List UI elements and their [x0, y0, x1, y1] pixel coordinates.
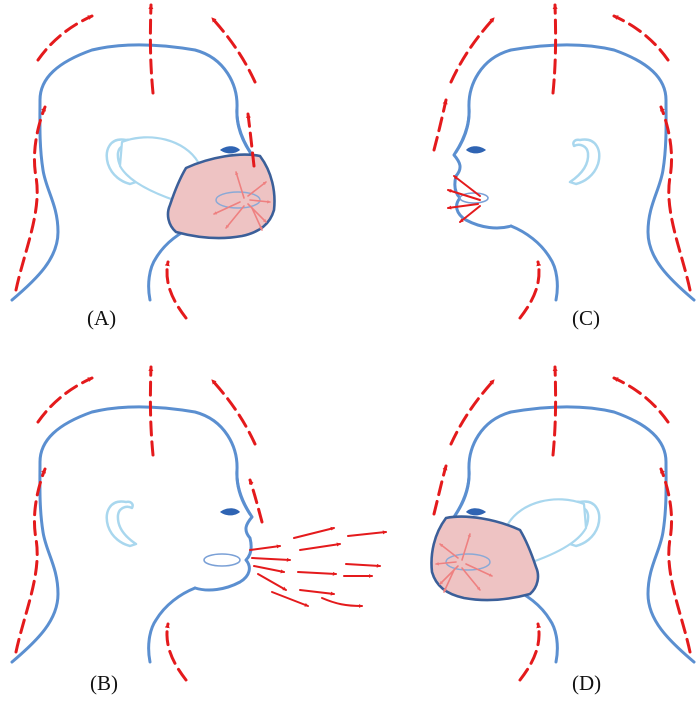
panel-d-masked-breathing [432, 367, 694, 680]
face-profile [193, 468, 254, 592]
head-outline [451, 5, 694, 318]
panel-label-a: (A) [87, 306, 117, 330]
open-mouth [203, 553, 241, 567]
mouth-flow-arrows [447, 175, 481, 223]
panel-label-d: (D) [572, 671, 602, 695]
panel-label-c: (C) [572, 306, 600, 330]
airflow-arrow [246, 112, 256, 168]
panel-a-masked-breathing [12, 5, 274, 318]
panel-b-unmasked-exhale [12, 367, 387, 680]
airflow-arrow [432, 464, 448, 516]
face-profile [452, 106, 513, 230]
head-outline [12, 367, 255, 680]
airflow-arrow [248, 478, 264, 524]
panel-label-b: (B) [90, 671, 118, 695]
panel-c-unmasked-breathing [432, 5, 694, 318]
airflow-arrow [432, 98, 448, 152]
exhaled-jet-arrows [249, 526, 387, 608]
